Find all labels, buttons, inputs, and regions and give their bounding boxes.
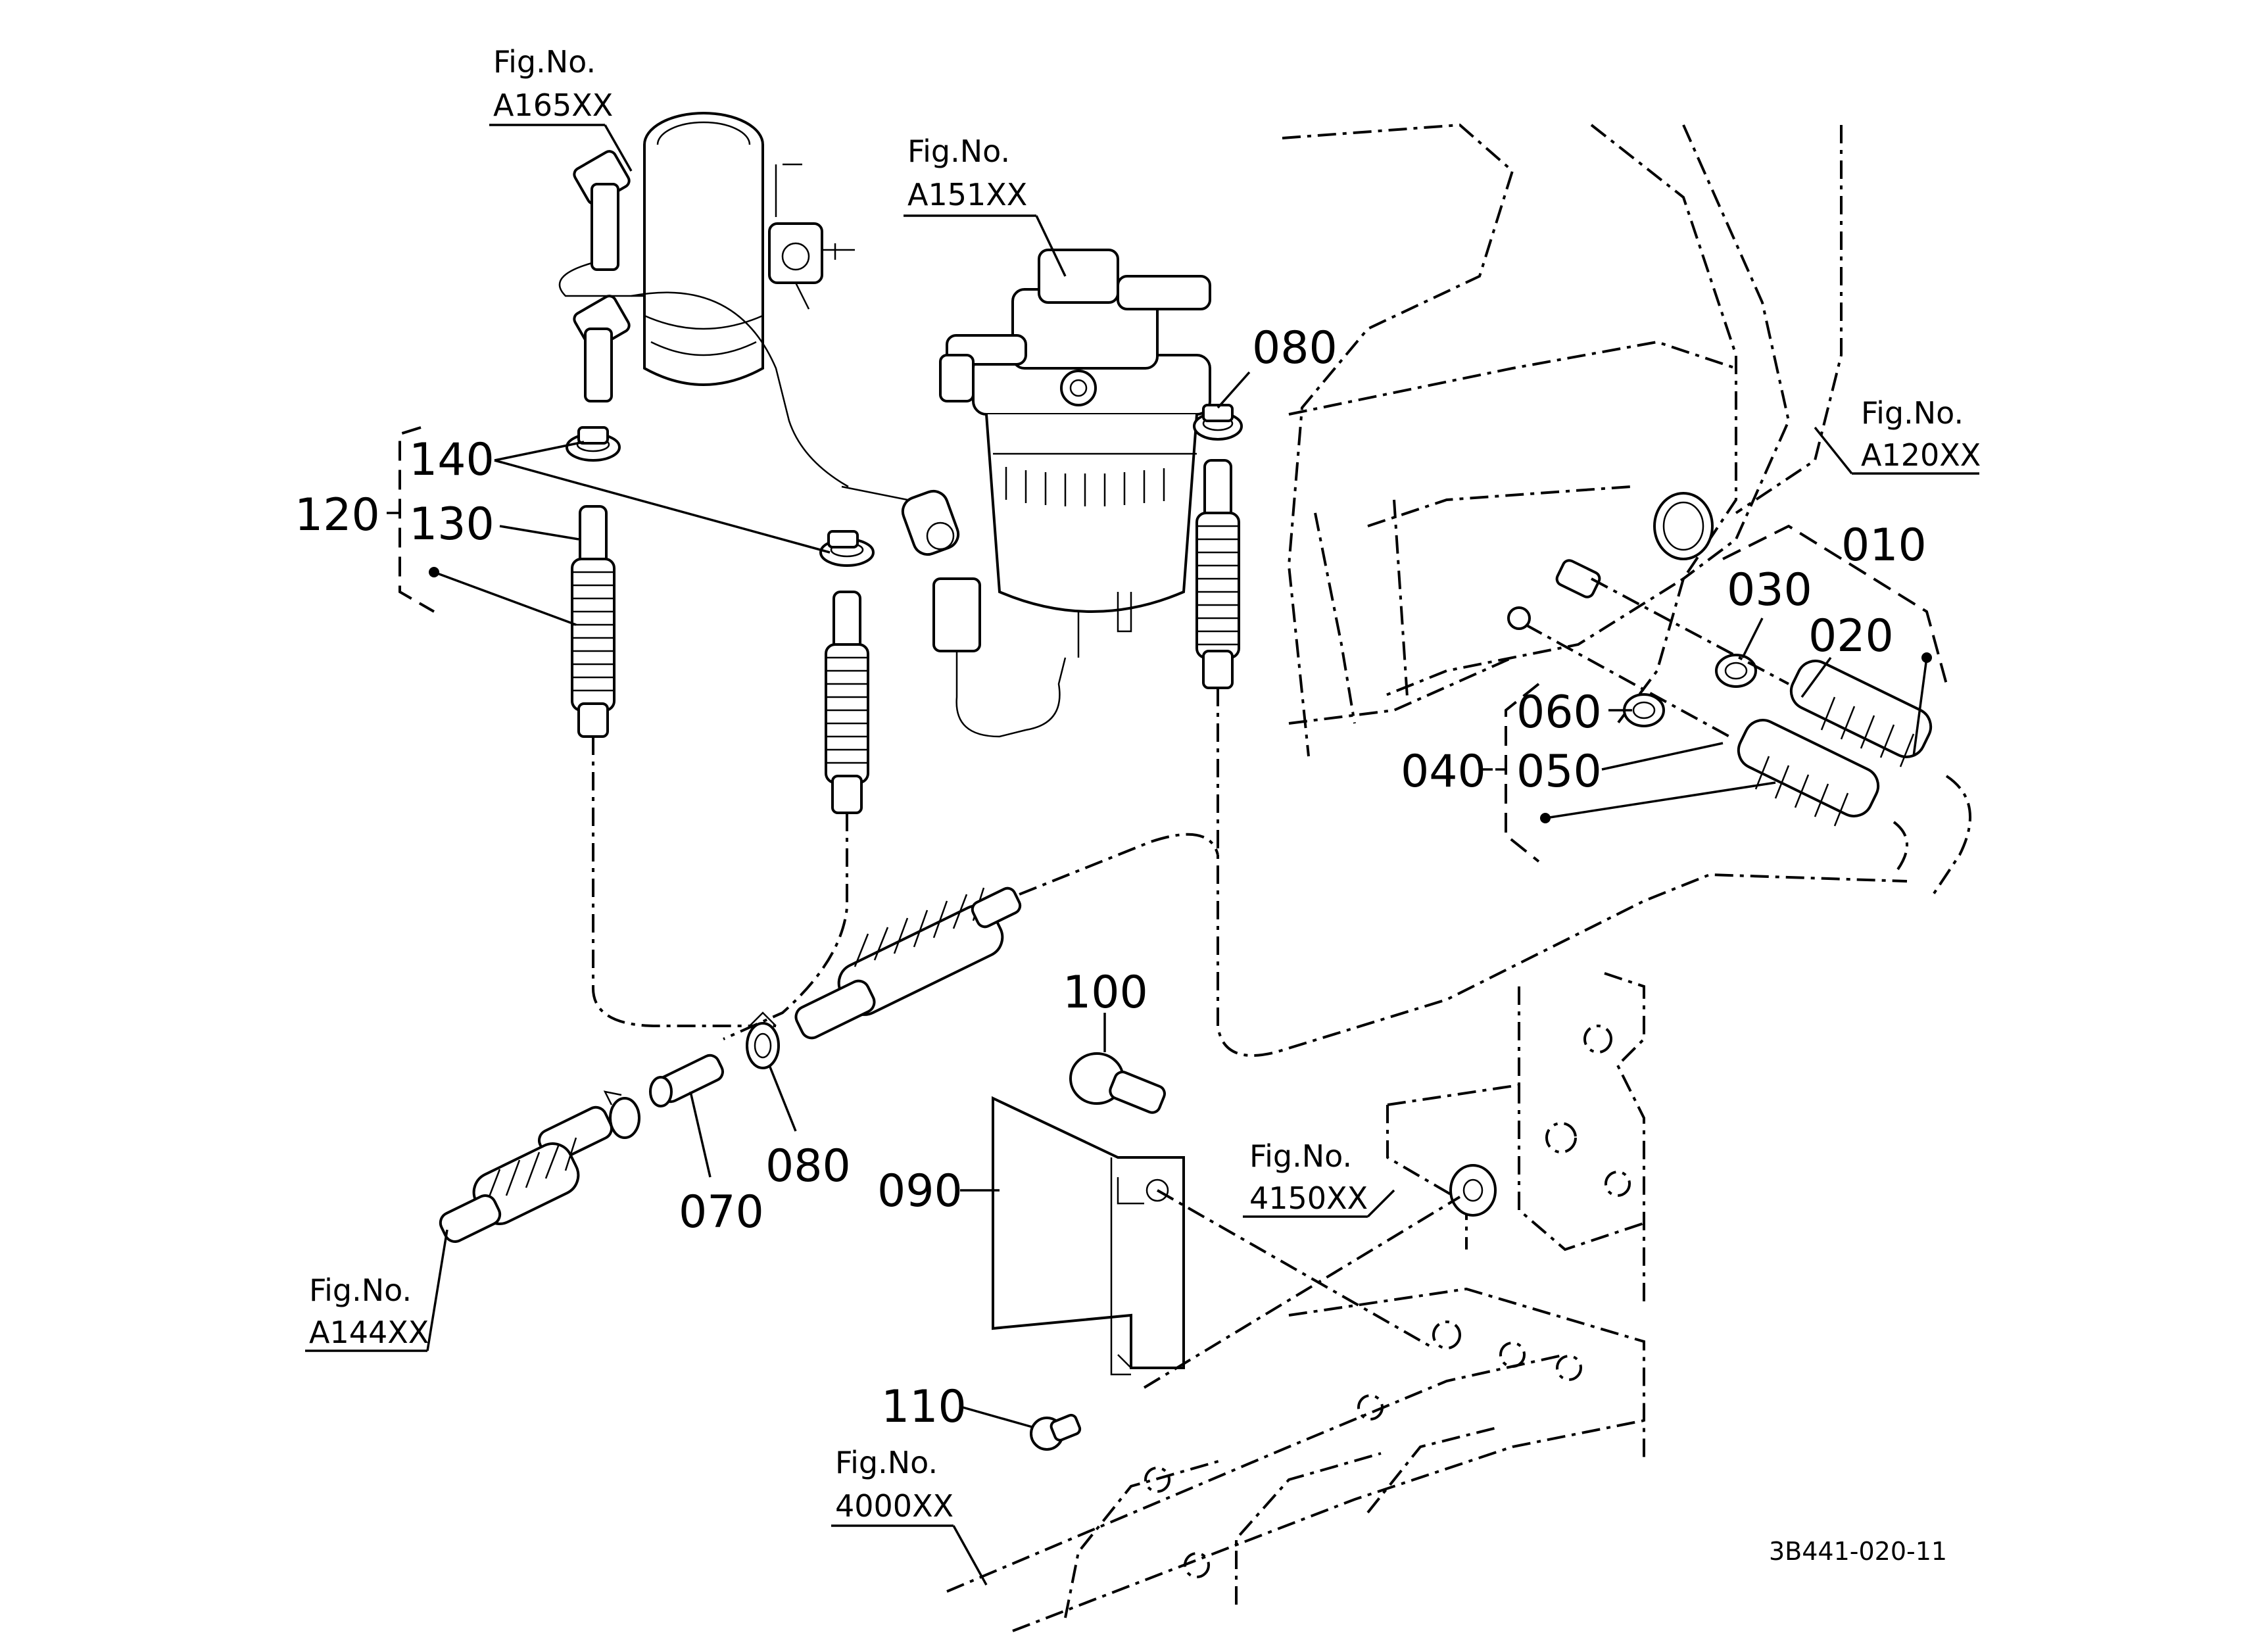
label-100: 100: [1063, 967, 1148, 1019]
label-130: 130: [409, 498, 495, 550]
figref-a144-number: A144XX: [309, 1315, 429, 1350]
hose-130: [571, 505, 776, 1027]
spacer-4150: [1143, 1164, 1497, 1389]
figref-a165-prefix: Fig.No.: [493, 44, 596, 80]
bolt-110: [1030, 1413, 1082, 1451]
figref-a151: Fig.No. A151XX: [907, 133, 1027, 212]
label-110: 110: [881, 1381, 967, 1433]
clamp-left-small: [603, 1090, 640, 1139]
figref-a165-number: A165XX: [493, 87, 613, 123]
figref-4150: Fig.No. 4150XX: [1249, 1138, 1368, 1216]
figref-4150-prefix: Fig.No.: [1249, 1138, 1352, 1174]
figref-a120-prefix: Fig.No.: [1861, 395, 1964, 431]
hose-a144: [439, 1105, 613, 1244]
fuel-filter: [841, 249, 1211, 738]
fuel-tank-outline: [1282, 123, 1843, 757]
tank-outlet-fitting: [1507, 492, 1714, 630]
label-080-top: 080: [1252, 322, 1338, 374]
hose-080-vertical: [1195, 459, 1908, 1057]
figref-a165: Fig.No. A165XX: [493, 44, 613, 123]
label-020: 020: [1808, 610, 1894, 662]
hose-050: [1525, 623, 1908, 876]
engine-block-outline: [946, 972, 1645, 1632]
bolt-100: [1069, 1052, 1166, 1114]
label-090: 090: [877, 1165, 963, 1217]
clamp-080-top: [1193, 404, 1243, 441]
group-bracket-010: [1722, 524, 1948, 757]
figref-4000-prefix: Fig.No.: [835, 1445, 938, 1480]
hose-020: [1591, 577, 1971, 896]
drawing-code: 3B441-020-11: [1769, 1537, 1947, 1566]
clamp-080-bottom: [746, 1011, 780, 1069]
figref-4150-number: 4150XX: [1249, 1180, 1368, 1216]
hose-main-diagonal: [794, 833, 1219, 1040]
clamp-140-b: [819, 530, 875, 567]
label-040: 040: [1401, 746, 1486, 798]
label-010: 010: [1841, 520, 1927, 571]
label-140: 140: [409, 434, 495, 486]
label-120: 120: [295, 489, 380, 541]
leader-lines: [305, 124, 1979, 1586]
figref-a144: Fig.No. A144XX: [309, 1273, 429, 1350]
clamp-140-a: [566, 426, 621, 462]
figref-a120: Fig.No. A120XX: [1861, 395, 1981, 473]
figref-a120-number: A120XX: [1861, 437, 1981, 473]
figref-a144-prefix: Fig.No.: [309, 1273, 412, 1308]
fuel-pump: [558, 112, 855, 488]
label-050: 050: [1516, 746, 1602, 798]
label-030: 030: [1727, 564, 1812, 616]
label-070: 070: [679, 1186, 764, 1238]
group-bracket-040: [1495, 683, 1776, 863]
figref-a151-prefix: Fig.No.: [907, 133, 1010, 169]
figref-4000: Fig.No. 4000XX: [835, 1445, 953, 1524]
clamp-030: [1715, 654, 1757, 688]
bracket-090: [992, 1096, 1185, 1376]
label-080-bottom: 080: [765, 1140, 851, 1192]
group-bracket-120: [387, 426, 577, 626]
pipe-070: [649, 1054, 724, 1107]
figref-a151-number: A151XX: [907, 177, 1027, 212]
label-060: 060: [1516, 687, 1602, 739]
figref-4000-number: 4000XX: [835, 1488, 953, 1524]
hose-filter-return: [723, 591, 869, 1040]
